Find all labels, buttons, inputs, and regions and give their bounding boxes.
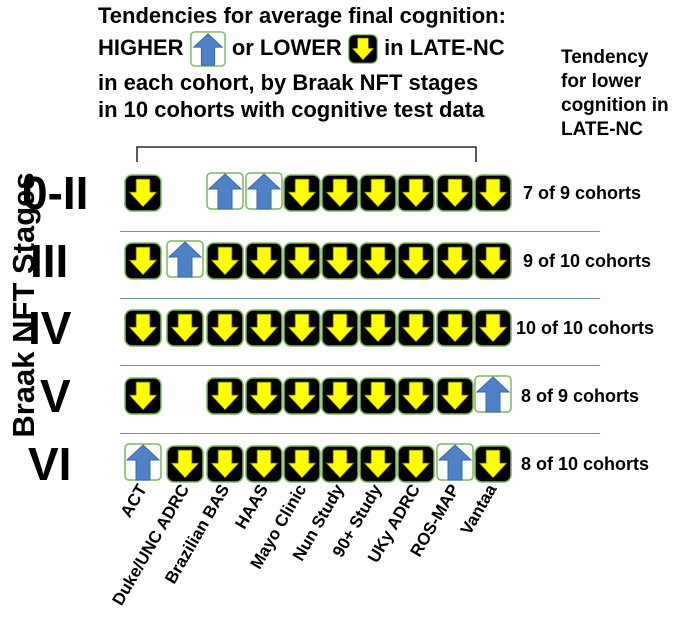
lower-arrow-icon: [397, 309, 435, 347]
stage-label: VI: [28, 438, 72, 490]
lower-arrow-icon: [359, 445, 397, 483]
lower-arrow-icon: [245, 377, 283, 415]
lower-arrow-icon: [359, 309, 397, 347]
side-header-line-1: Tendency: [561, 47, 649, 68]
lower-arrow-icon: [245, 309, 283, 347]
cohort-count: 7 of 9 cohorts: [523, 183, 642, 203]
stage-label: V: [40, 370, 71, 422]
lower-arrow-icon: [124, 377, 162, 415]
cohort-count: 9 of 10 cohorts: [523, 251, 652, 271]
higher-arrow-icon: [124, 443, 162, 481]
title-line-2: HIGHER or LOWER in LATE-NC: [98, 29, 553, 69]
row-separator: [120, 231, 600, 232]
lower-arrow-icon: [359, 174, 397, 212]
lower-arrow-icon: [166, 445, 204, 483]
lower-arrow-icon: [397, 377, 435, 415]
title-higher: HIGHER: [98, 34, 184, 60]
title-or-lower: or LOWER: [231, 34, 342, 60]
side-header-line-4: LATE-NC: [561, 119, 643, 140]
lower-arrow-icon: [206, 445, 244, 483]
higher-arrow-icon: [166, 240, 204, 278]
title-line-3: in each cohort, by Braak NFT stages: [98, 70, 479, 95]
lower-arrow-icon: [245, 445, 283, 483]
lower-arrow-icon: [474, 309, 512, 347]
cohort-count: 8 of 9 cohorts: [521, 386, 640, 406]
lower-arrow-icon: [166, 309, 204, 347]
lower-arrow-icon: [283, 174, 321, 212]
title-line-1: Tendencies for average final cognition:: [98, 3, 506, 28]
lower-arrow-icon: [283, 309, 321, 347]
lower-arrow-icon: [474, 174, 512, 212]
lower-arrow-icon: [124, 242, 162, 280]
cohort-count: 8 of 10 cohorts: [521, 454, 650, 474]
cohort-count: 10 of 10 cohorts: [516, 318, 655, 338]
lower-arrow-icon: [124, 309, 162, 347]
title-in-late: in LATE-NC: [384, 34, 505, 60]
stage-label: 0-II: [22, 167, 89, 219]
lower-arrow-icon: [397, 242, 435, 280]
lower-arrow-icon: [436, 242, 474, 280]
higher-arrow-icon: [206, 172, 244, 210]
stage-label: IV: [28, 302, 72, 354]
stage-label: III: [30, 235, 69, 287]
lower-arrow-icon: [397, 174, 435, 212]
row-separator: [120, 298, 600, 299]
lower-arrow-icon: [321, 309, 359, 347]
lower-arrow-icon: [397, 445, 435, 483]
legend-up-arrow-icon: [189, 31, 226, 67]
lower-arrow-icon: [206, 242, 244, 280]
lower-arrow-icon: [321, 242, 359, 280]
side-header: Tendency for lower cognition in LATE-NC: [561, 46, 669, 142]
lower-arrow-icon: [206, 309, 244, 347]
lower-arrow-icon: [124, 174, 162, 212]
higher-arrow-icon: [245, 172, 283, 210]
lower-arrow-icon: [359, 242, 397, 280]
title-line-4: in 10 cohorts with cognitive test data: [98, 97, 485, 122]
lower-arrow-icon: [436, 309, 474, 347]
lower-arrow-icon: [206, 377, 244, 415]
lower-arrow-icon: [283, 242, 321, 280]
side-header-line-2: for lower: [561, 71, 642, 92]
lower-arrow-icon: [436, 377, 474, 415]
higher-arrow-icon: [474, 375, 512, 413]
higher-arrow-icon: [436, 443, 474, 481]
row-separator: [120, 365, 600, 366]
lower-arrow-icon: [321, 445, 359, 483]
row-separator: [120, 433, 600, 434]
lower-arrow-icon: [474, 445, 512, 483]
side-header-line-3: cognition in: [561, 95, 669, 116]
lower-arrow-icon: [283, 377, 321, 415]
figure-title: Tendencies for average final cognition: …: [98, 2, 553, 123]
legend-down-arrow-icon: [348, 34, 378, 64]
lower-arrow-icon: [283, 445, 321, 483]
lower-arrow-icon: [474, 242, 512, 280]
lower-arrow-icon: [321, 377, 359, 415]
lower-arrow-icon: [321, 174, 359, 212]
lower-arrow-icon: [436, 174, 474, 212]
lower-arrow-icon: [245, 242, 283, 280]
lower-arrow-icon: [359, 377, 397, 415]
